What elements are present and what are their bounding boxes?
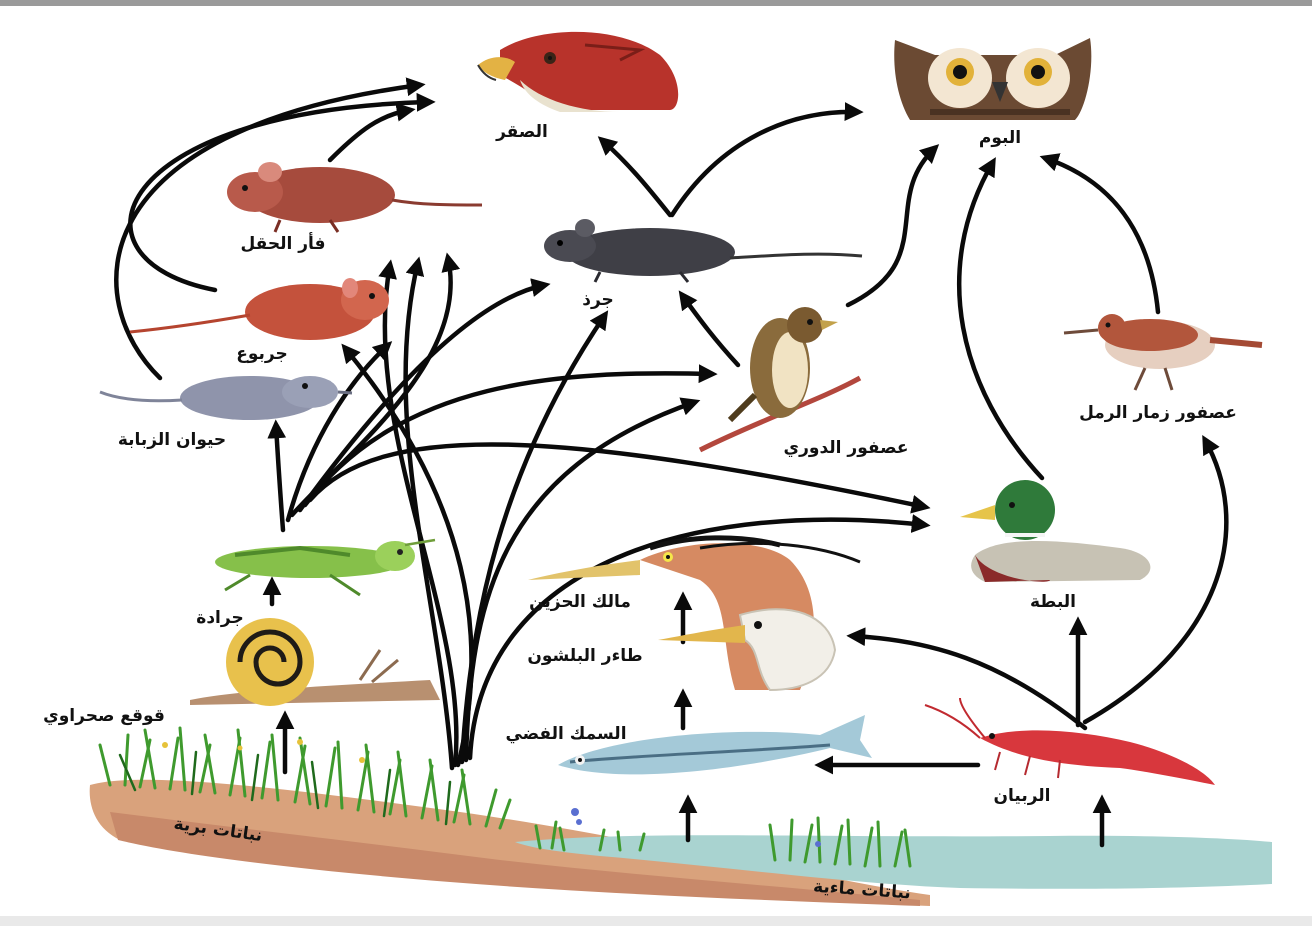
owl-icon <box>894 38 1091 120</box>
arrow-rat-to-falcon <box>602 140 670 215</box>
arrow-sandpiper-to-owl <box>1045 158 1158 312</box>
grasshopper-icon <box>215 540 435 595</box>
label-field-mouse: فأر الحقل <box>240 234 325 254</box>
shrimp-icon <box>925 698 1215 785</box>
label-pelican: طاءر البلشون <box>527 646 642 666</box>
arrow-plants-to-sparrow <box>466 402 695 760</box>
sandpiper-icon <box>1064 314 1262 390</box>
rat-icon <box>544 219 862 282</box>
bottom-border <box>0 916 1312 926</box>
sparrow-icon <box>700 307 860 450</box>
arrow-sparrow-to-owl <box>848 148 935 305</box>
label-snail: قوقع صحراوي <box>43 706 165 726</box>
label-duck: البطة <box>1030 592 1076 612</box>
falcon-icon <box>478 32 678 112</box>
jerboa-icon <box>130 278 389 340</box>
arrow-shrew-to-falcon <box>116 85 420 378</box>
label-falcon: الصقر <box>496 122 548 142</box>
label-jerboa: جربوع <box>236 344 287 364</box>
label-kingfisher: مالك الحزين <box>529 592 631 612</box>
arrow-grasshopper-to-shrew <box>276 425 283 530</box>
label-shrimp: الربيان <box>993 786 1050 806</box>
shrew-icon <box>100 376 352 420</box>
label-owl: البوم <box>979 128 1021 148</box>
arrow-duck-to-owl <box>959 162 1042 478</box>
arrow-shrimp-to-pelican <box>852 636 1085 728</box>
arrow-shrimp-to-sandpiper <box>1085 440 1226 722</box>
field-mouse-icon <box>227 162 482 232</box>
arrow-sparrow-to-rat <box>682 295 738 365</box>
snail-icon <box>190 618 440 706</box>
label-sparrow: عصفور الدوري <box>784 438 909 458</box>
arrow-rat-to-owl <box>672 112 858 215</box>
label-grasshopper: جرادة <box>196 608 243 628</box>
label-silverfish: السمك الفضي <box>505 724 626 744</box>
label-rat: جرذ <box>582 290 614 310</box>
label-sandpiper: عصفور زمار الرمل <box>1079 403 1237 423</box>
duck-icon <box>960 480 1150 582</box>
arrow-fieldmouse-to-falcon <box>330 110 410 160</box>
label-shrew: حيوان الزبابة <box>118 430 226 450</box>
